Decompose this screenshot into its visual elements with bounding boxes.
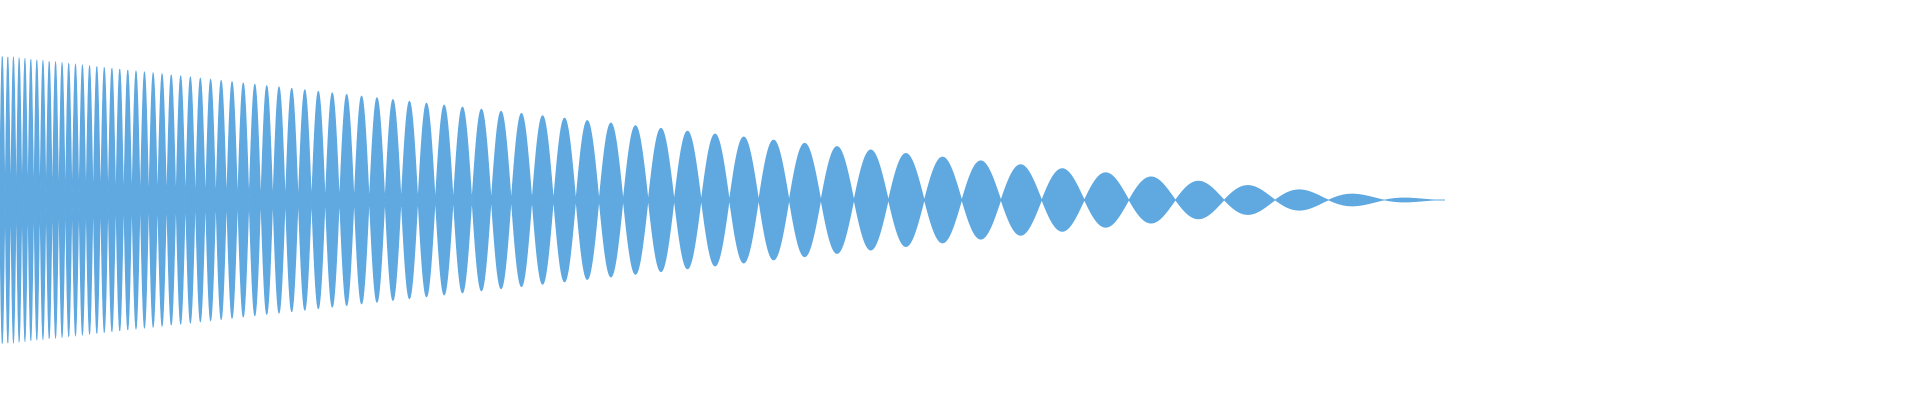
- waveform-svg: [0, 56, 1445, 344]
- audio-waveform: [0, 56, 1445, 344]
